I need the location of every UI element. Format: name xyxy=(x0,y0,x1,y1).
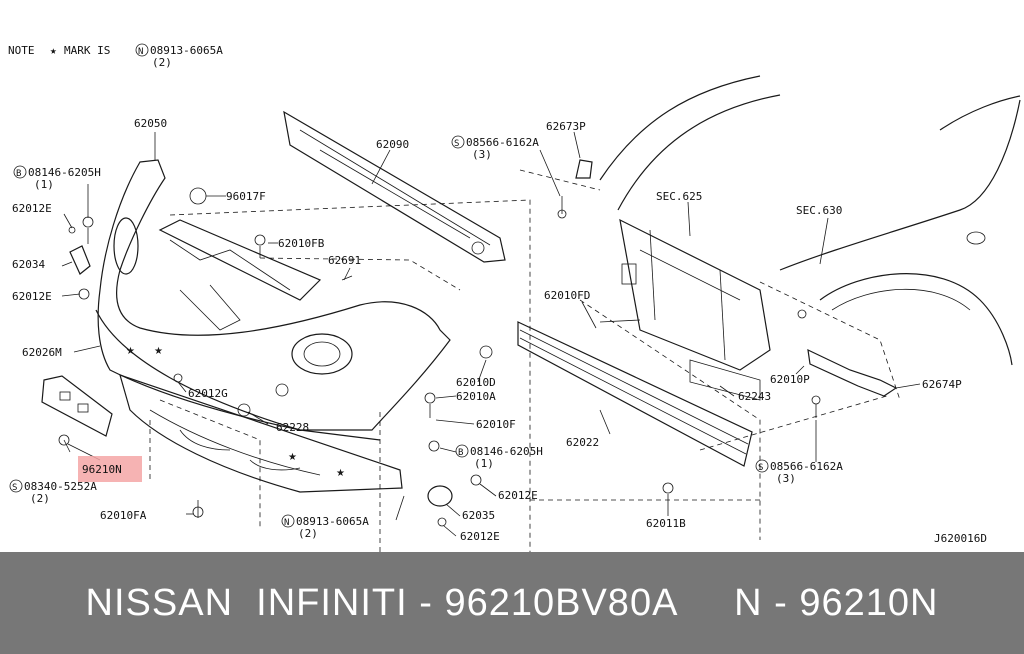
label-b08146-1: 08146-6205H xyxy=(28,166,101,179)
circle-mark-s-1 xyxy=(9,479,23,493)
part-number-footer: NISSAN INFINITI - 96210BV80A N - 96210N xyxy=(0,552,1024,654)
label-62010d: 62010D xyxy=(456,376,496,389)
leader-lines xyxy=(61,131,921,537)
body-structure xyxy=(557,75,781,401)
label-62010f: 62010F xyxy=(476,418,516,431)
label-62012e-3: 62012E xyxy=(498,489,538,502)
label-b08146-2: 08146-6205H xyxy=(470,445,543,458)
footer-part-text: NISSAN INFINITI - 96210BV80A N - 96210N xyxy=(85,581,939,624)
qty-b08146-1: (1) xyxy=(34,178,54,191)
star-mark-2: ★ xyxy=(154,346,163,357)
note-mark-is: MARK IS xyxy=(64,44,110,57)
circle-letter-s-2: S xyxy=(454,139,459,149)
label-62034: 62034 xyxy=(12,258,45,271)
label-62022: 62022 xyxy=(566,436,599,449)
qty-s08566-2: (3) xyxy=(776,472,796,485)
label-62673p: 62673P xyxy=(546,120,586,133)
note-text: NOTE xyxy=(8,44,35,57)
label-62010fb: 62010FB xyxy=(278,237,325,250)
assembly-lines xyxy=(149,169,901,552)
label-n08913: 08913-6065A xyxy=(296,515,369,528)
qty-b08146-2: (1) xyxy=(474,457,494,470)
star-mark-3: ★ xyxy=(288,452,297,463)
circle-mark-b-2 xyxy=(455,444,469,458)
figure-reference: J620016D xyxy=(934,532,987,545)
label-96017f: 96017F xyxy=(226,190,266,203)
label-s08566-1: 08566-6162A xyxy=(466,136,539,149)
circle-mark-n-1 xyxy=(281,514,295,528)
upper-reinforcement xyxy=(283,110,506,263)
label-62026m: 62026M xyxy=(22,346,62,359)
label-62035: 62035 xyxy=(462,509,495,522)
note-line: NOTE ★ MARK IS N 08913-6065A (2) xyxy=(8,43,223,69)
label-62010p: 62010P xyxy=(770,373,810,386)
label-62010a: 62010A xyxy=(456,390,496,403)
circle-letter-b-1: B xyxy=(16,169,21,179)
circle-mark-s-3 xyxy=(755,459,769,473)
circle-letter-b-2: B xyxy=(458,448,463,458)
label-sec630: SEC.630 xyxy=(796,204,842,217)
label-s08566-2: 08566-6162A xyxy=(770,460,843,473)
label-62010fa: 62010FA xyxy=(100,509,147,522)
note-circle-mark xyxy=(135,43,149,57)
note-part: 08913-6065A xyxy=(150,44,223,57)
bumper-fascia xyxy=(95,159,451,493)
part-labels: 62050 96017F 62090 B 08146-6205H (1) 620… xyxy=(9,117,987,545)
qty-s08566-1: (3) xyxy=(472,148,492,161)
left-fasteners: ★ ★ ★ ★ xyxy=(68,187,493,527)
label-sec625: SEC.625 xyxy=(656,190,702,203)
circle-letter-s-1: S xyxy=(12,483,17,493)
highlight-box xyxy=(78,456,142,482)
qty-s08340: (2) xyxy=(30,492,50,505)
label-62012g: 62012G xyxy=(188,387,228,400)
star-mark-1: ★ xyxy=(126,346,135,357)
label-62243: 62243 xyxy=(738,390,771,403)
note-circle-letter: N xyxy=(138,47,143,57)
parts-diagram: NOTE ★ MARK IS N 08913-6065A (2) xyxy=(8,43,1021,552)
note-qty: (2) xyxy=(152,56,172,69)
circle-letter-s-3: S xyxy=(758,463,763,473)
license-bracket xyxy=(41,375,113,453)
reinforcement-beam xyxy=(517,321,753,494)
circle-mark-s-2 xyxy=(451,135,465,149)
circle-mark-b-1 xyxy=(13,165,27,179)
star-mark: ★ xyxy=(50,44,57,57)
label-62012e-4: 62012E xyxy=(460,530,500,543)
label-62050: 62050 xyxy=(134,117,167,130)
star-mark-4: ★ xyxy=(336,468,345,479)
circle-letter-n-1: N xyxy=(284,518,289,528)
label-62012e-2: 62012E xyxy=(12,290,52,303)
label-62674p: 62674P xyxy=(922,378,962,391)
label-96210n: 96210N xyxy=(82,463,122,476)
label-62090: 62090 xyxy=(376,138,409,151)
label-62010fd: 62010FD xyxy=(544,289,590,302)
label-62012e-1: 62012E xyxy=(12,202,52,215)
label-62691: 62691 xyxy=(328,254,361,267)
label-62011b: 62011B xyxy=(646,517,686,530)
label-62228: 62228 xyxy=(276,421,309,434)
fender xyxy=(779,95,1021,418)
label-s08340: 08340-5252A xyxy=(24,480,97,493)
qty-n08913: (2) xyxy=(298,527,318,540)
